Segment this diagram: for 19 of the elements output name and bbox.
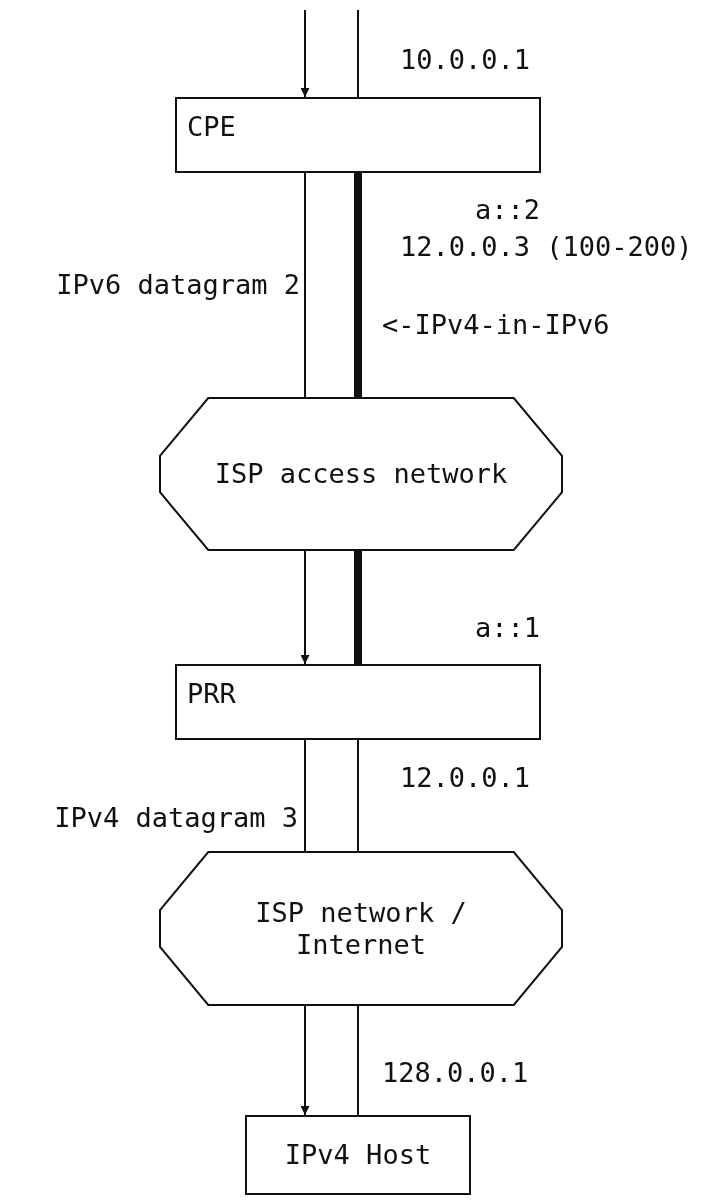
- address-label: a::2: [474, 193, 540, 227]
- link-line: [357, 9, 359, 98]
- device-box: [175, 97, 541, 173]
- device-box: [245, 1115, 471, 1195]
- link-line: [357, 739, 359, 853]
- address-label: 10.0.0.1: [400, 43, 531, 77]
- device-box: [175, 664, 541, 740]
- address-label: a::1: [474, 611, 540, 645]
- address-label: 12.0.0.1: [400, 761, 531, 795]
- arrow: [300, 549, 310, 665]
- arrow: [300, 1004, 310, 1116]
- address-label: 12.0.0.3 (100-200): [400, 230, 693, 264]
- tunnel-line: [354, 173, 362, 398]
- tunnel-line: [354, 550, 362, 664]
- link-line: [304, 739, 306, 853]
- arrow: [300, 9, 310, 98]
- address-label: 128.0.0.1: [382, 1056, 529, 1090]
- link-line: [357, 1004, 359, 1116]
- link-line: [304, 172, 306, 399]
